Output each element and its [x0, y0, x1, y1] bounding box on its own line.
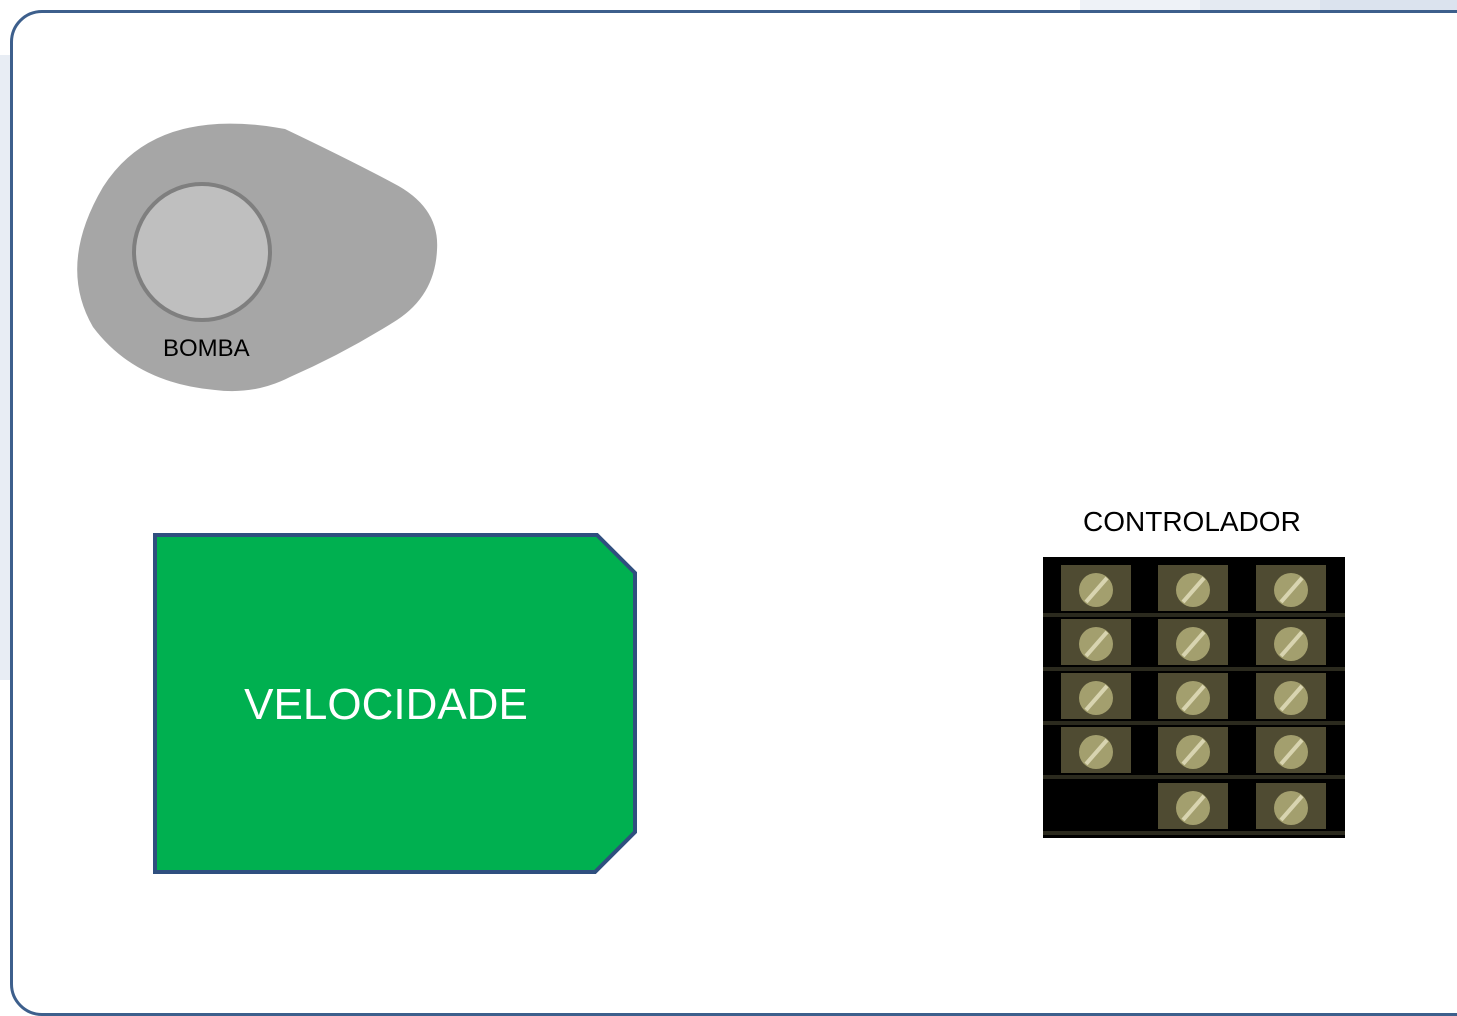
screw-slot — [1084, 576, 1109, 604]
screw-slot — [1181, 576, 1206, 604]
screw-slot — [1084, 738, 1109, 766]
screw-slot — [1279, 576, 1304, 604]
pump-port — [132, 182, 272, 322]
terminal-rail — [1043, 775, 1345, 779]
pump-label: BOMBA — [163, 335, 250, 362]
screw-slot — [1084, 630, 1109, 658]
terminal-rail — [1043, 613, 1345, 617]
terminal-rail — [1043, 721, 1345, 725]
screw-slot — [1084, 684, 1109, 712]
screw-slot — [1181, 630, 1206, 658]
controller-label: CONTROLADOR — [1083, 506, 1301, 537]
screw-slot — [1279, 738, 1304, 766]
screw-slot — [1279, 630, 1304, 658]
screw-slot — [1181, 684, 1206, 712]
terminal-rail — [1043, 831, 1345, 835]
screw-slot — [1279, 794, 1304, 822]
pump-symbol: BOMBA — [75, 115, 440, 395]
screw-slot — [1181, 794, 1206, 822]
speed-block — [152, 532, 639, 875]
screw-slot — [1279, 684, 1304, 712]
controller-terminal-block — [1043, 557, 1345, 838]
terminal-rail — [1043, 667, 1345, 671]
screw-slot — [1181, 738, 1206, 766]
speed-label: VELOCIDADE — [244, 680, 528, 729]
